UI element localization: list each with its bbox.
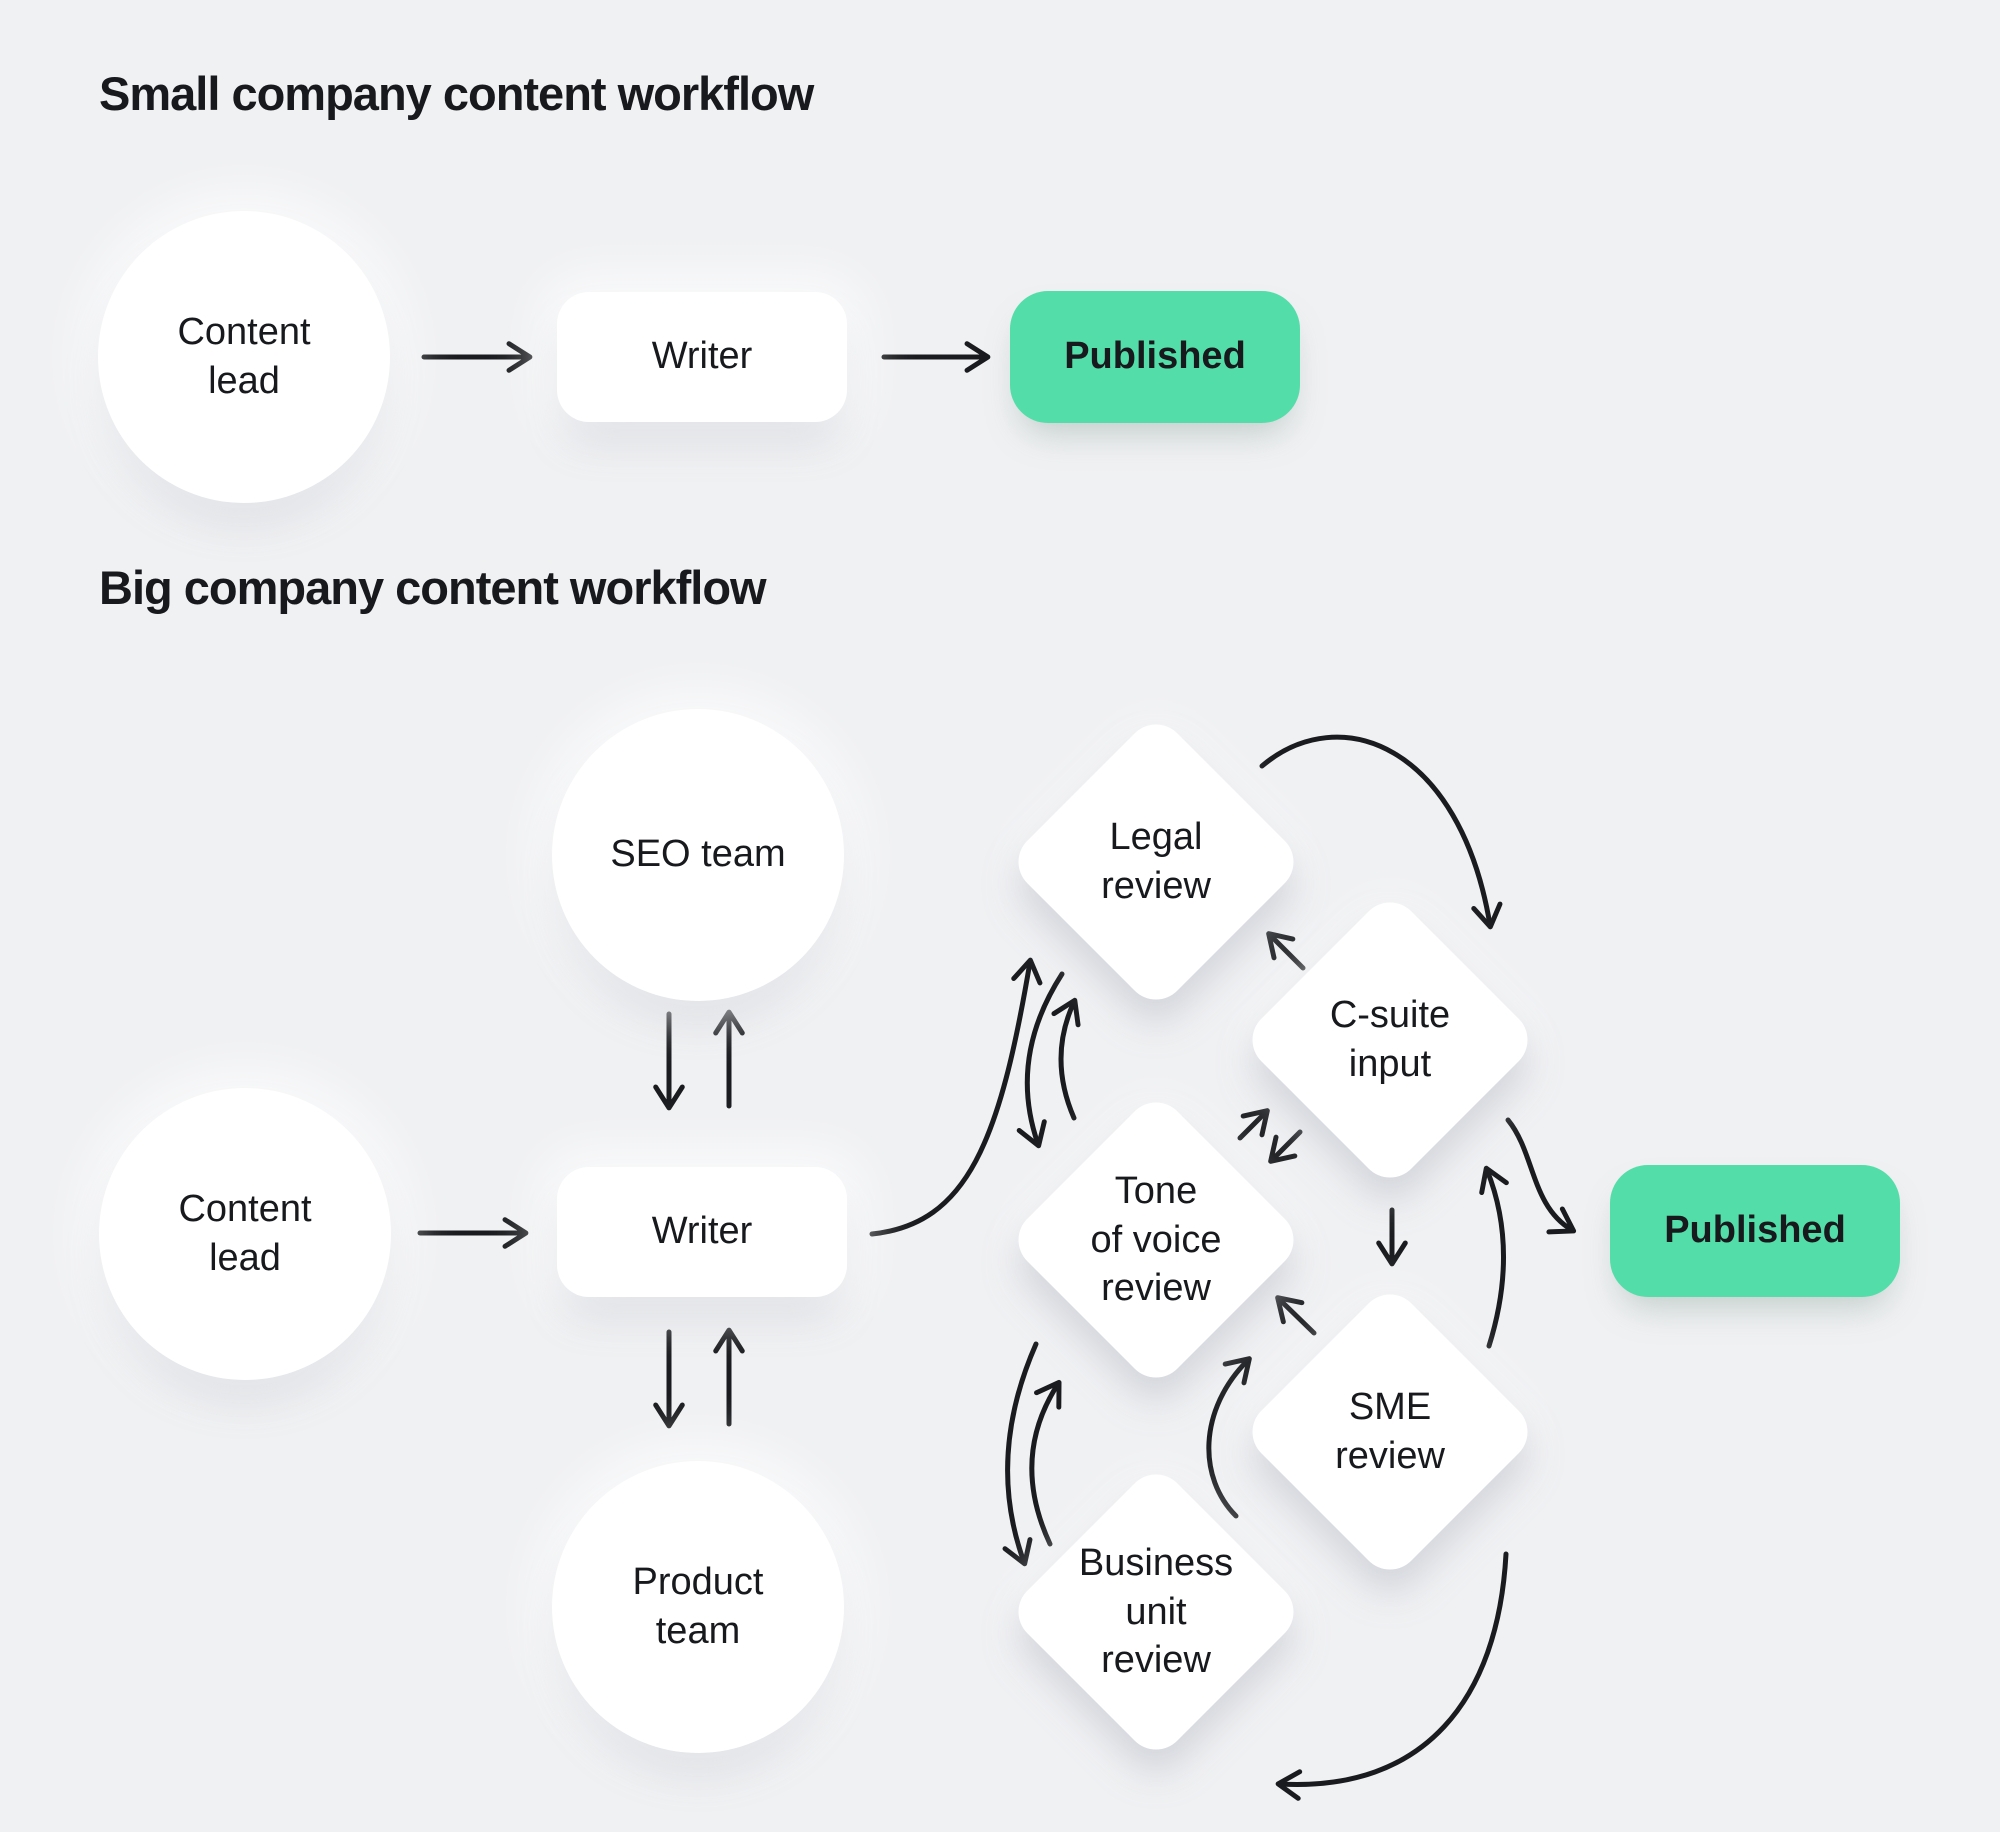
node-business-unit-review: Business unit review [1006, 1462, 1306, 1762]
node-label: Product team [632, 1560, 764, 1652]
node-seo-team: SEO team [552, 709, 844, 1001]
node-label: Writer [651, 335, 753, 378]
node-c-suite-input: C-suite input [1240, 890, 1540, 1190]
node-label: Business unit review [1078, 1542, 1234, 1682]
node-sme-review: SME review [1240, 1282, 1540, 1582]
node-big-content-lead: Content lead [99, 1088, 391, 1380]
node-legal-review: Legal review [1006, 712, 1306, 1012]
node-label: Content lead [177, 310, 311, 402]
node-small-published: Published [1010, 291, 1300, 423]
node-label: Tone of voice review [1090, 1170, 1222, 1310]
small-workflow-title: Small company content workflow [99, 67, 814, 120]
node-label: Content lead [178, 1187, 312, 1279]
node-big-published: Published [1610, 1165, 1900, 1297]
node-label: Published [1064, 335, 1246, 378]
node-label: C-suite input [1329, 994, 1451, 1085]
node-label: Published [1664, 1209, 1846, 1252]
node-small-content-lead: Content lead [98, 211, 390, 503]
node-label: SEO team [610, 833, 786, 876]
node-big-writer: Writer [557, 1167, 847, 1297]
node-tone-of-voice-review: Tone of voice review [1006, 1090, 1306, 1390]
node-label: SME review [1335, 1386, 1445, 1477]
node-small-writer: Writer [557, 292, 847, 422]
node-product-team: Product team [552, 1461, 844, 1753]
node-label: Legal review [1101, 816, 1211, 907]
big-workflow-title: Big company content workflow [99, 561, 767, 614]
node-label: Writer [651, 1210, 753, 1253]
